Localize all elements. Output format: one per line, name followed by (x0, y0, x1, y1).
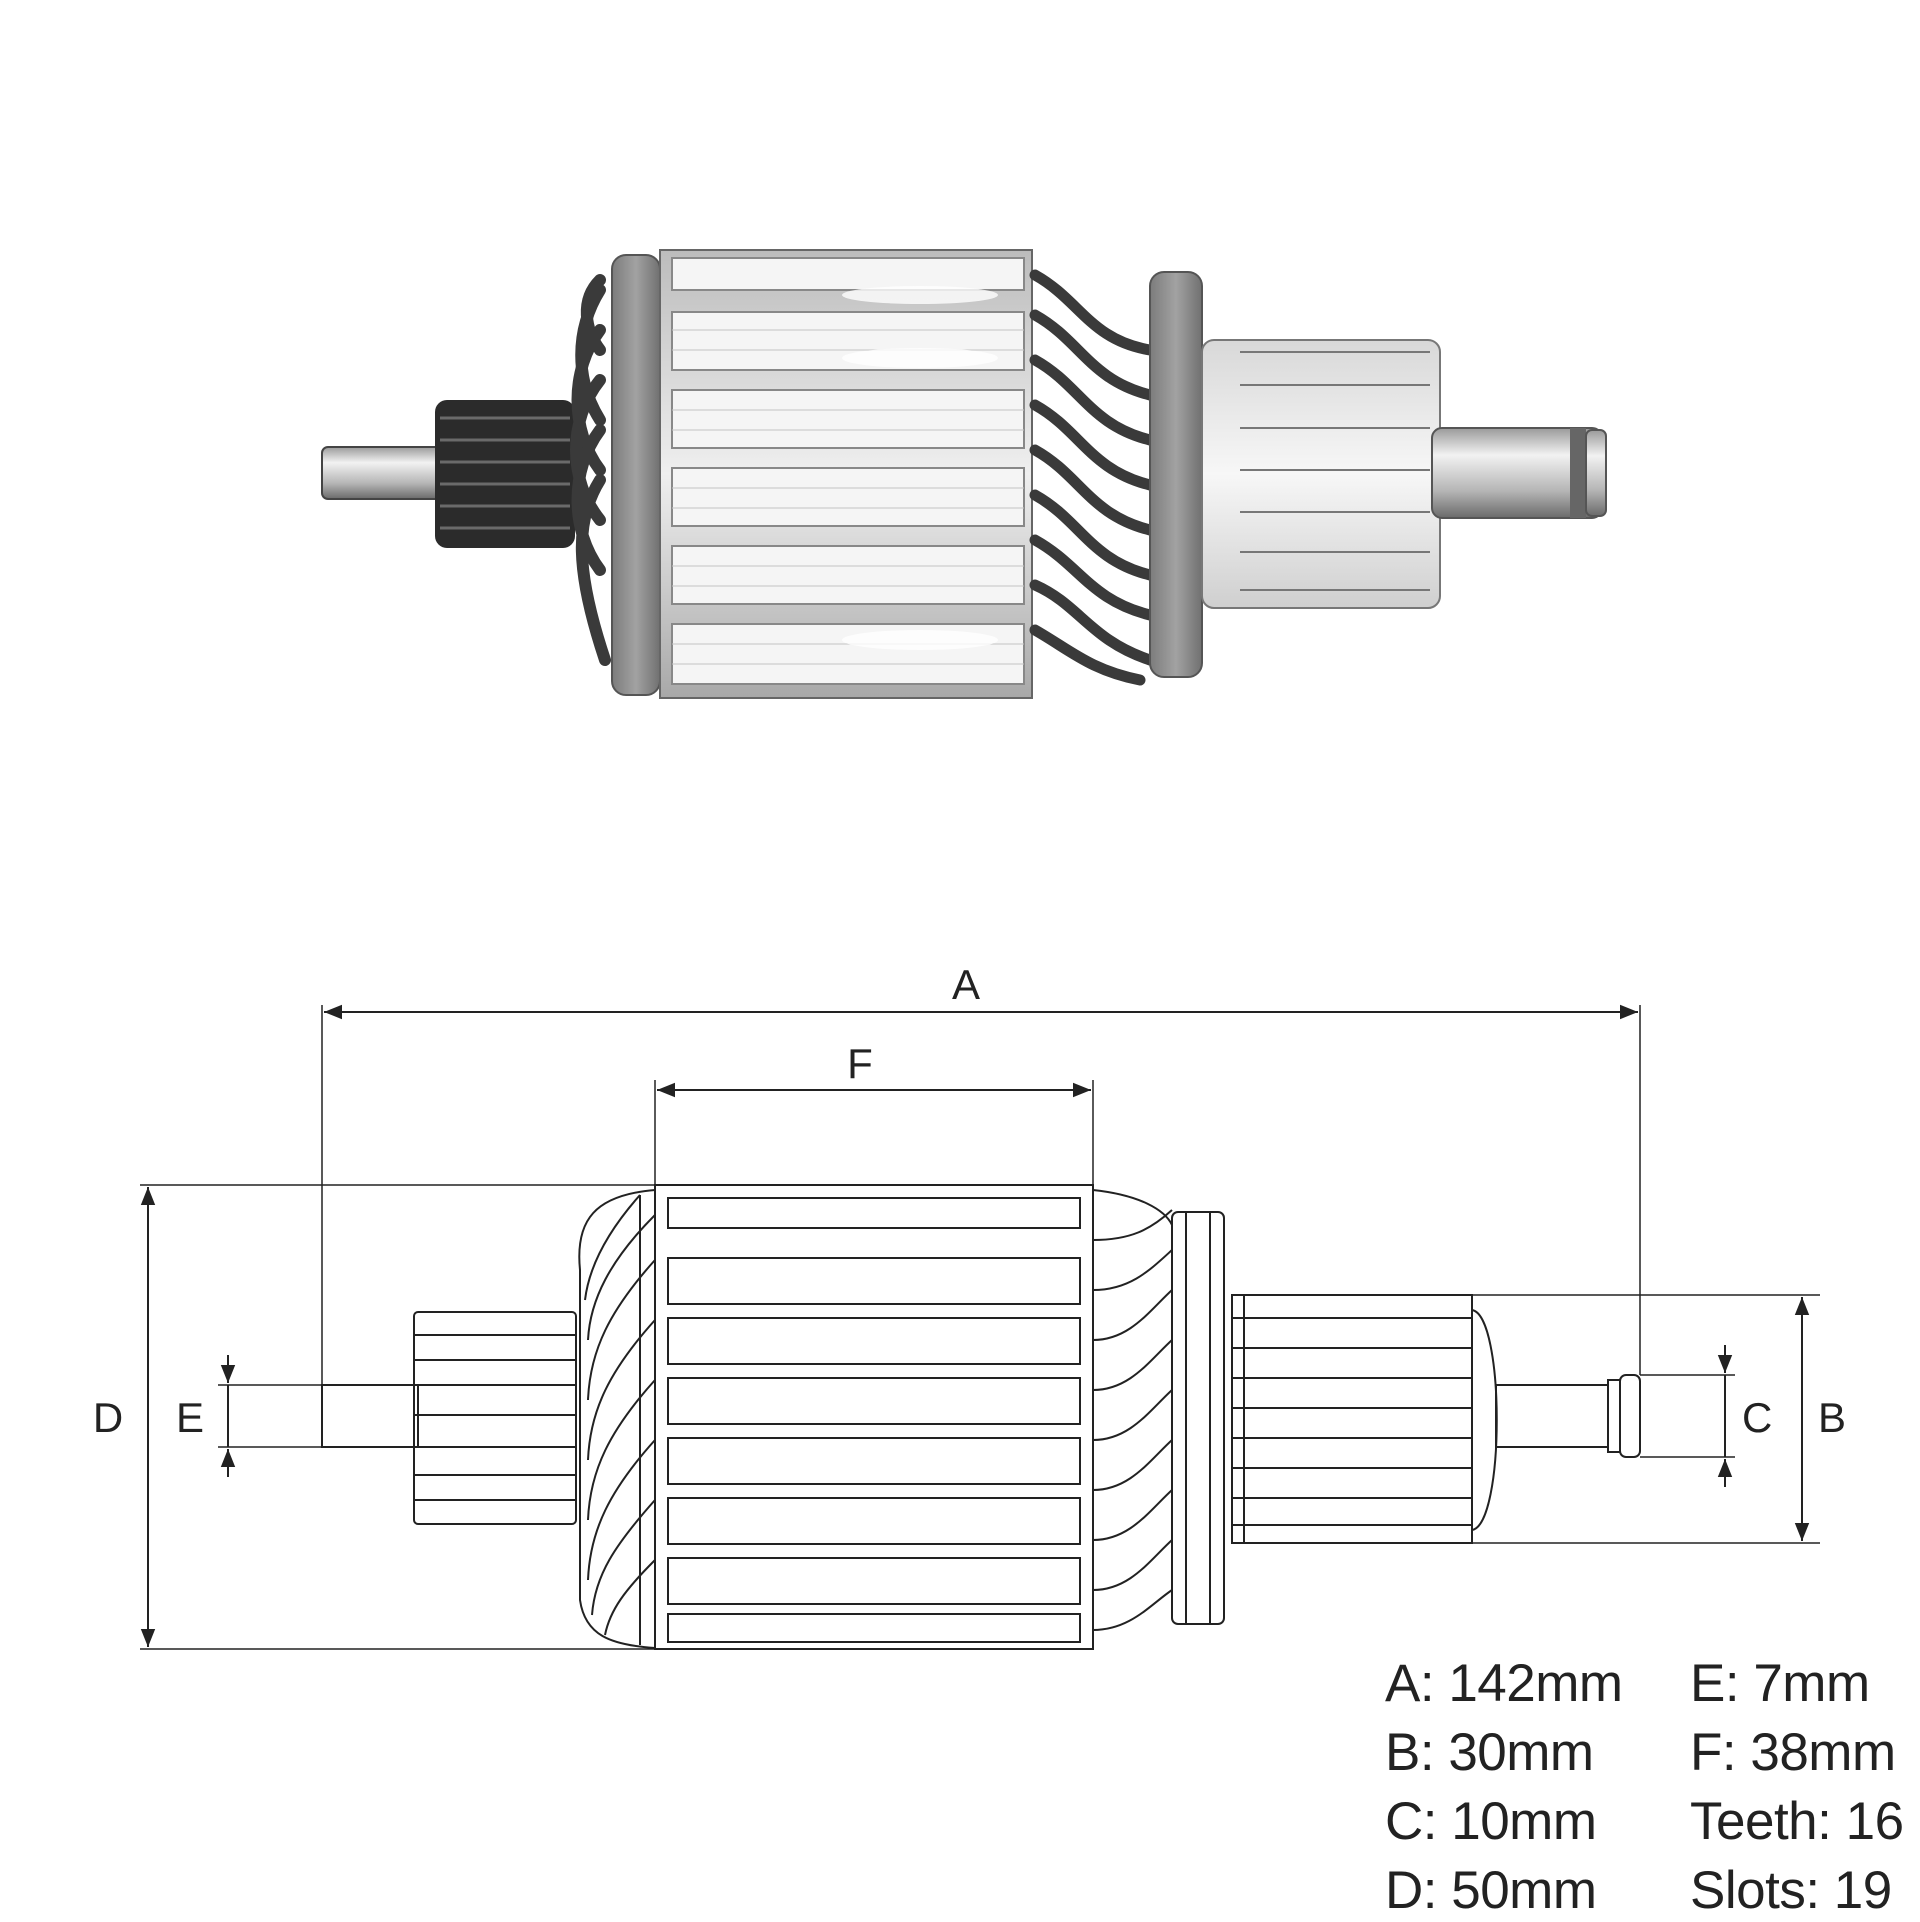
drawing-pinion (413, 1311, 577, 1525)
armature-photo (321, 249, 1607, 699)
drawing-core (654, 1184, 1094, 1650)
right-windings (1029, 269, 1156, 686)
spec-e: E: 7mm (1690, 1654, 1870, 1713)
spec-f: F: 38mm (1690, 1723, 1896, 1782)
extension-lines (140, 1005, 1820, 1650)
spec-slots: Slots: 19 (1690, 1861, 1892, 1920)
dimension-lines (140, 1004, 1810, 1647)
spec-d: D: 50mm (1385, 1861, 1597, 1920)
spec-teeth: Teeth: 16 (1690, 1792, 1904, 1851)
laminated-core (659, 249, 1033, 699)
dim-label-a: A (952, 961, 980, 1008)
right-shaft (1431, 427, 1607, 519)
drawing-right-coils (1092, 1189, 1173, 1631)
drawing-left-shaft (321, 1384, 419, 1448)
spec-c: C: 10mm (1385, 1792, 1597, 1851)
left-windings (570, 274, 611, 666)
spec-a: A: 142mm (1385, 1654, 1623, 1713)
drawing-right-shaft (1495, 1374, 1641, 1458)
dim-label-b: B (1818, 1394, 1846, 1441)
dim-label-e: E (176, 1394, 204, 1441)
drawing-left-coils (578, 1189, 656, 1649)
pinion-gear (435, 400, 575, 548)
drawing-commutator (1231, 1294, 1498, 1544)
dim-label-c: C (1742, 1394, 1772, 1441)
spec-list: A: 142mm E: 7mm B: 30mm F: 38mm C: 10mm … (1385, 1652, 1905, 1922)
dim-label-d: D (93, 1394, 123, 1441)
spec-b: B: 30mm (1385, 1723, 1594, 1782)
drawing-right-ring (1171, 1211, 1225, 1625)
dim-label-f: F (847, 1040, 873, 1087)
